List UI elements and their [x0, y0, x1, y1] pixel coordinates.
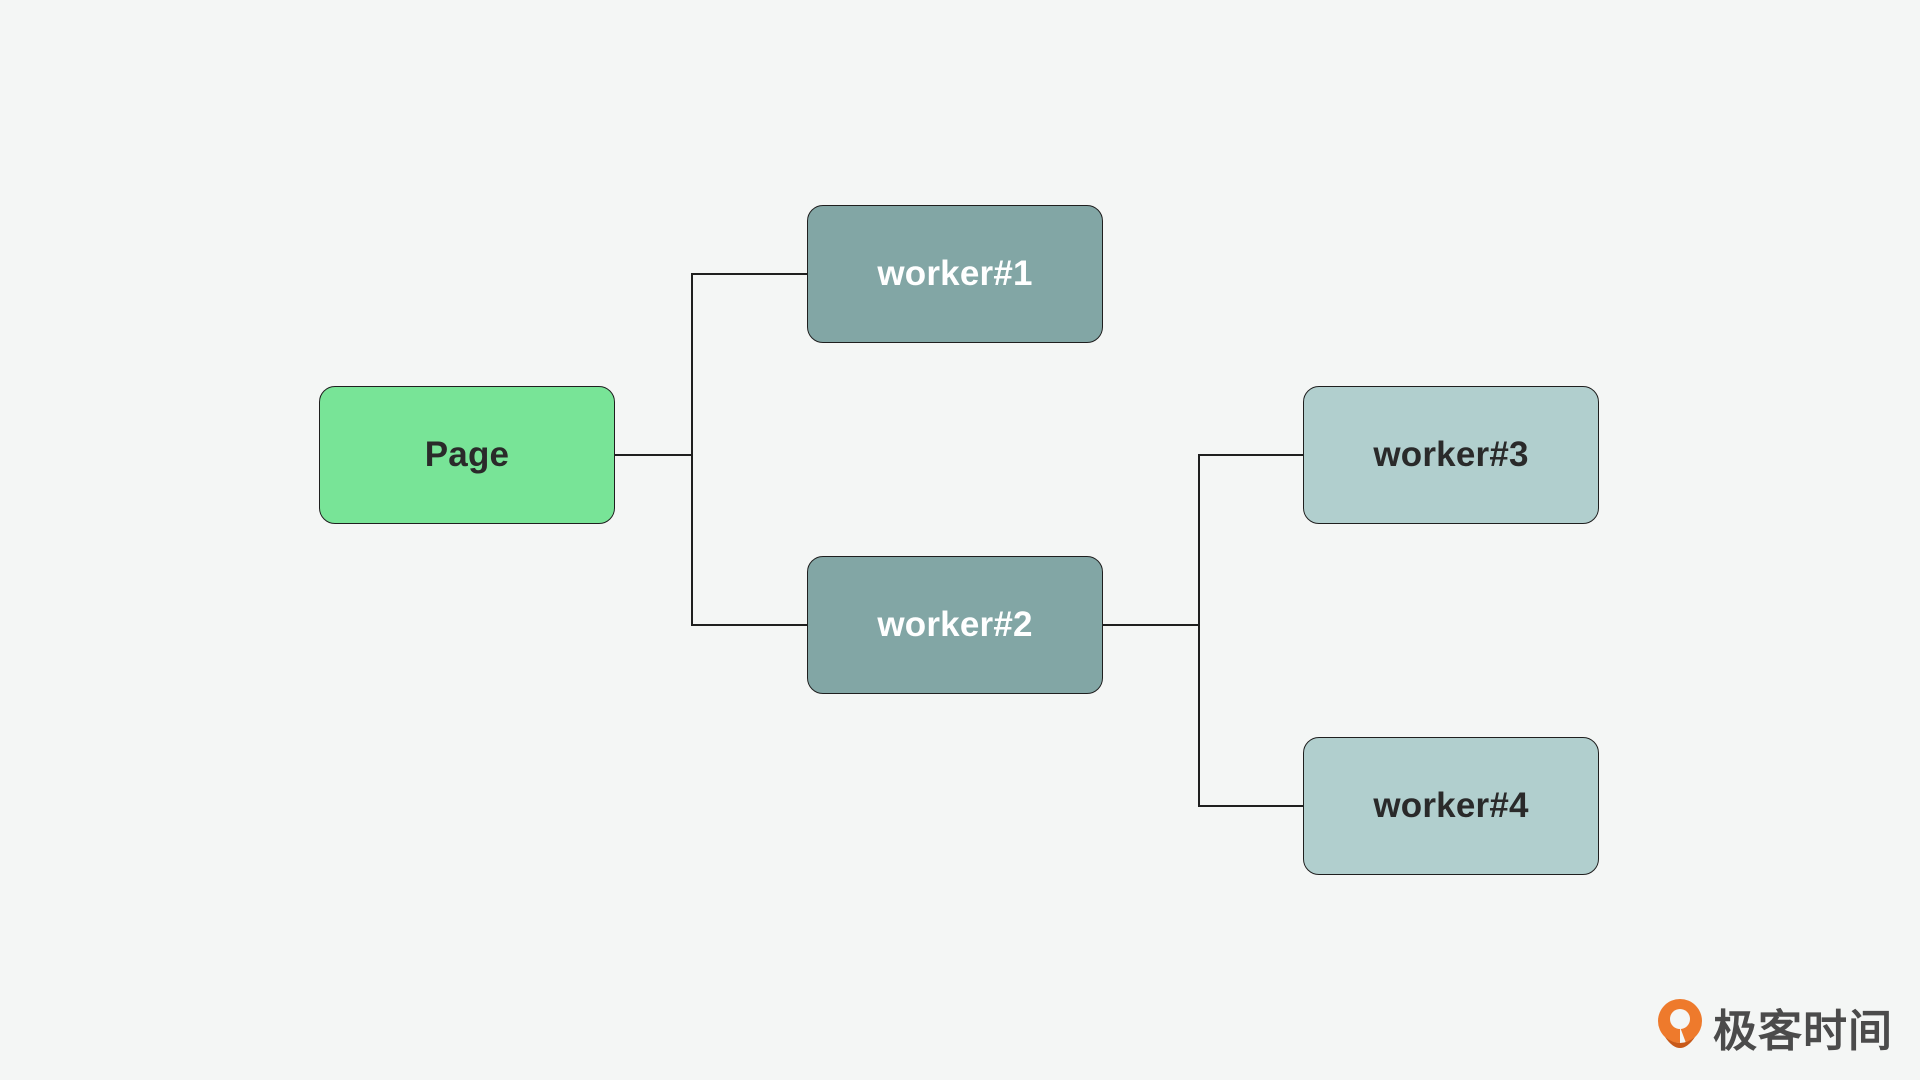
edge-worker2-worker4: [1198, 625, 1303, 807]
node-worker-2: worker#2: [807, 556, 1103, 694]
geektime-logo-icon: [1658, 999, 1702, 1048]
node-worker-4-label: worker#4: [1373, 786, 1529, 825]
geektime-logo: 极客时间: [1655, 995, 1893, 1059]
node-page-label: Page: [424, 435, 510, 474]
node-worker-2-label: worker#2: [877, 605, 1033, 644]
node-worker-1: worker#1: [807, 205, 1103, 343]
node-worker-3: worker#3: [1303, 386, 1599, 524]
node-page: Page: [319, 386, 615, 524]
edge-page-worker2: [691, 455, 807, 626]
geektime-logo-text: 极客时间: [1713, 1006, 1893, 1057]
node-worker-1-label: worker#1: [877, 254, 1033, 293]
edge-worker2-worker3: [1103, 454, 1303, 626]
node-worker-4: worker#4: [1303, 737, 1599, 875]
edge-page-worker1: [615, 273, 807, 456]
node-worker-3-label: worker#3: [1373, 435, 1529, 474]
